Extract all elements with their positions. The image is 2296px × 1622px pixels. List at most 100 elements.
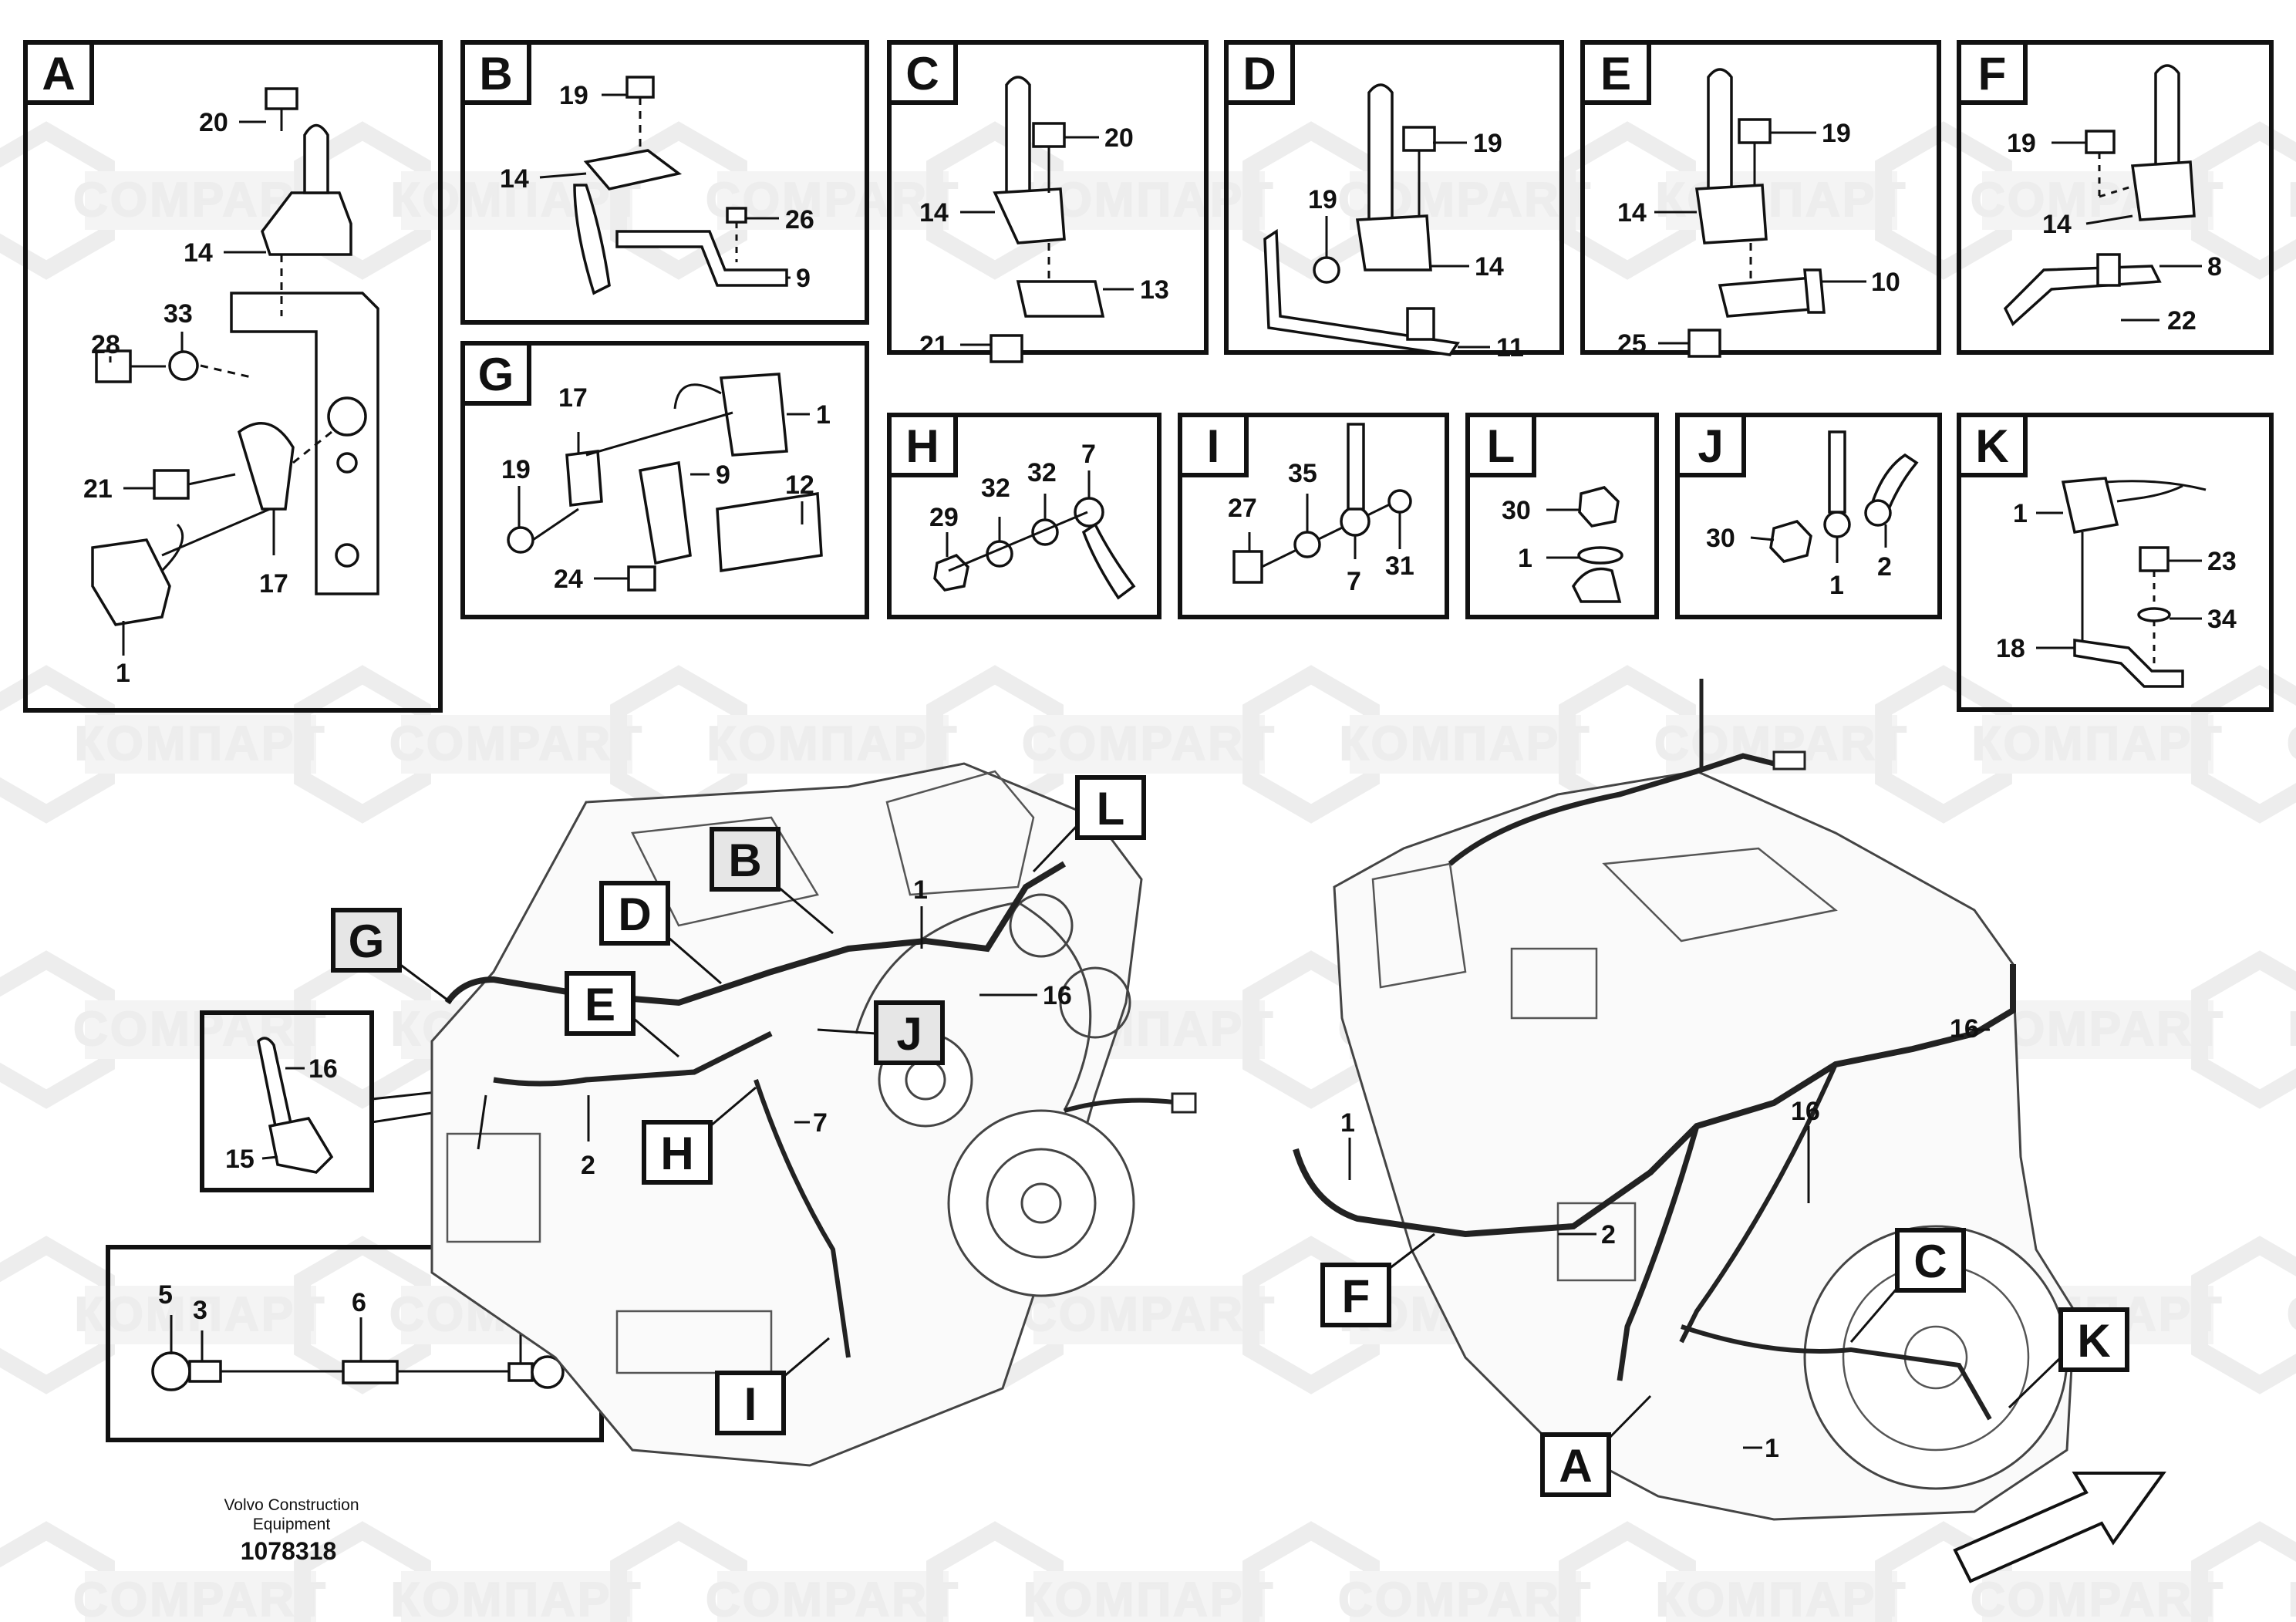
watermark-logo: COMPART — [610, 121, 959, 280]
panel-label-g: G — [478, 349, 514, 400]
callout-e-10: 10 — [1871, 268, 1900, 297]
ring-terminal-icon — [1823, 511, 1851, 538]
svg-text:B: B — [728, 835, 761, 886]
panel-c: C 20 14 13 21 — [887, 40, 1209, 363]
panel-d: D 19 19 14 11 — [1224, 40, 1564, 363]
callout-f-22: 22 — [2167, 306, 2197, 336]
clip-icon — [1355, 214, 1432, 271]
callout-left-16: 16 — [1043, 981, 1072, 1010]
marker-l: L — [1032, 775, 1146, 873]
bolt-icon — [2085, 130, 2116, 154]
callout-h-32b: 32 — [981, 474, 1010, 503]
bolt-icon — [990, 334, 1023, 363]
callout-k-34: 34 — [2207, 605, 2237, 634]
svg-text:КОМПАРТ: КОМПАРТ — [1972, 717, 2224, 771]
svg-text:A: A — [1559, 1440, 1592, 1492]
marker-b: B — [710, 827, 834, 935]
watermark-logo: КОМПАРТ — [2191, 121, 2296, 280]
washer-icon — [1031, 518, 1059, 546]
callout-right-2: 2 — [1601, 1220, 1616, 1249]
callout-d-11: 11 — [1496, 333, 1524, 363]
bracket-icon — [2073, 638, 2184, 688]
callout-f-14: 14 — [2042, 210, 2072, 239]
ring-terminal-icon — [1074, 497, 1104, 528]
watermark-logo: КОМПАРТ — [0, 665, 325, 824]
marker-c: C — [1849, 1228, 1966, 1343]
watermark-logo: КОМПАРТ — [1242, 665, 1591, 824]
panel-label-i: I — [1207, 420, 1220, 472]
callout-g-24: 24 — [554, 565, 583, 594]
callout-k-18: 18 — [1996, 634, 2025, 663]
svg-text:COMPART: COMPART — [1338, 1573, 1593, 1622]
svg-text:H: H — [660, 1128, 693, 1179]
ring-terminal-icon — [531, 1355, 565, 1389]
svg-text:C: C — [1913, 1236, 1947, 1287]
marker-i: I — [715, 1337, 830, 1435]
ring-terminal-icon — [151, 1351, 191, 1391]
callout-d-19b: 19 — [1308, 185, 1337, 214]
bolt-icon — [1738, 118, 1772, 144]
callout-g-19: 19 — [501, 455, 531, 484]
clip-icon — [1694, 184, 1768, 244]
callout-i-35: 35 — [1288, 459, 1317, 488]
callout-a-28: 28 — [91, 330, 120, 359]
svg-text:КОМПАРТ: КОМПАРТ — [1656, 1573, 1907, 1622]
callout-g-1: 1 — [816, 400, 831, 430]
panel-i: I 35 27 7 31 — [1178, 413, 1449, 619]
watermark-logo: КОМПАРТ — [294, 1521, 642, 1622]
marker-a: A — [1540, 1394, 1652, 1497]
svg-text:E: E — [585, 979, 615, 1030]
callout-j-30: 30 — [1706, 524, 1735, 553]
clip-icon — [583, 149, 683, 191]
left-engine-illustration: B L D G E J H — [331, 762, 1197, 1467]
connector-icon — [91, 538, 171, 626]
callout-b-9: 9 — [796, 264, 811, 293]
svg-text:J: J — [896, 1008, 922, 1060]
callout-right-16a: 16 — [1950, 1014, 1979, 1044]
bracket-icon — [1263, 228, 1460, 356]
callout-c-21: 21 — [919, 331, 949, 360]
watermark-logo: COMPART — [610, 1521, 959, 1622]
watermark-logo: КОМПАРТ — [610, 665, 957, 824]
marker-e: E — [565, 971, 679, 1058]
svg-text:КОМПАРТ: КОМПАРТ — [2288, 1573, 2296, 1622]
washer-icon — [168, 350, 199, 381]
svg-text:L: L — [1097, 783, 1125, 835]
panel-label-e: E — [1600, 48, 1631, 99]
panel-g: G 17 1 19 9 12 24 — [460, 341, 869, 619]
callout-j-2: 2 — [1877, 552, 1892, 582]
callout-g-9: 9 — [716, 460, 730, 490]
detail-cable: 5 3 6 4 — [106, 1186, 604, 1442]
watermark-logo: КОМПАРТ — [1559, 121, 1906, 280]
callout-right-16b: 16 — [1791, 1097, 1820, 1126]
bolt-icon — [1687, 329, 1721, 358]
svg-text:COMPART: COMPART — [1971, 1573, 2225, 1622]
callout-c-20: 20 — [1104, 123, 1134, 153]
watermark-logo: КОМПАРТ — [2191, 1521, 2296, 1622]
svg-text:КОМПАРТ: КОМПАРТ — [1340, 717, 1591, 771]
ring-terminal-icon — [565, 450, 603, 507]
svg-text:КОМПАРТ: КОМПАРТ — [2288, 1003, 2296, 1056]
callout-e-19: 19 — [1822, 119, 1851, 148]
clip-icon — [2131, 160, 2196, 221]
panel-label-h: H — [905, 420, 939, 472]
callout-g-12: 12 — [785, 470, 814, 500]
washer-icon — [1293, 531, 1321, 558]
svg-text:COMPART: COMPART — [73, 1573, 328, 1622]
svg-text:COMPART: COMPART — [389, 717, 644, 771]
right-engine-illustration: F C K A 1 16 16 2 1 — [1293, 679, 2166, 1583]
callout-a-14: 14 — [184, 238, 213, 268]
panel-b: B 19 14 26 9 — [460, 40, 869, 325]
svg-text:КОМПАРТ: КОМПАРТ — [2288, 174, 2296, 227]
panel-h: H 7 32 32 29 — [887, 413, 1161, 619]
crank-pulley-icon — [947, 1109, 1135, 1297]
ring-terminal-icon — [1577, 546, 1623, 565]
bracket-icon — [1016, 280, 1105, 318]
svg-text:КОМПАРТ: КОМПАРТ — [391, 1573, 642, 1622]
watermark-logo: КОМПАРТ — [1875, 665, 2224, 824]
svg-text:КОМПАРТ: КОМПАРТ — [1023, 174, 1275, 227]
watermark-logo: COMPART — [1242, 1521, 1593, 1622]
connector-icon — [719, 373, 788, 457]
lock-washer-icon — [1387, 489, 1412, 514]
panel-label-d: D — [1242, 48, 1276, 99]
